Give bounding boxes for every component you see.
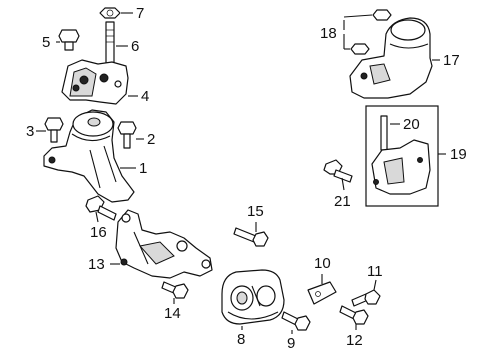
- bolt-part-14: [161, 281, 189, 299]
- bolt-part-9: [281, 311, 311, 331]
- nut-part-7: [99, 7, 121, 19]
- engine-mount-part-1: [43, 109, 135, 203]
- callout-labels: 7 5 6 4 3 2 1 16 15 13 14 8 9 10 11 12 1…: [26, 5, 467, 352]
- bracket-part-4: [61, 59, 129, 105]
- nut-part-18: [350, 9, 392, 55]
- bolt-part-16: [85, 195, 117, 221]
- callout-2: 2: [147, 131, 155, 148]
- bolt-part-11: [351, 289, 381, 307]
- callout-4: 4: [141, 88, 149, 105]
- leader-lines: [36, 12, 446, 334]
- callout-21: 21: [334, 193, 351, 210]
- bolt-part-2: [117, 121, 137, 149]
- callout-3: 3: [26, 123, 34, 140]
- stud-part-20: [380, 115, 388, 151]
- callout-7: 7: [136, 5, 144, 22]
- callout-6: 6: [131, 38, 139, 55]
- subassembly-box-part-19: [365, 105, 439, 207]
- callout-18: 18: [320, 25, 337, 42]
- callout-12: 12: [346, 332, 363, 349]
- callout-13: 13: [88, 256, 105, 273]
- callout-8: 8: [237, 331, 245, 348]
- callout-19: 19: [450, 146, 467, 163]
- bolt-part-21: [323, 159, 353, 183]
- callout-14: 14: [164, 305, 181, 322]
- callout-10: 10: [314, 255, 331, 272]
- callout-9: 9: [287, 335, 295, 352]
- roll-mount-part-8: [221, 269, 285, 325]
- transmission-mount-part-17: [349, 17, 433, 99]
- bracket-part-13: [115, 209, 213, 279]
- plate-part-10: [307, 281, 337, 305]
- callout-15: 15: [247, 203, 264, 220]
- bolt-part-5: [58, 29, 80, 51]
- callout-20: 20: [403, 116, 420, 133]
- callout-1: 1: [139, 160, 147, 177]
- callout-17: 17: [443, 52, 460, 69]
- bolt-part-3: [44, 117, 64, 143]
- bolt-part-15: [233, 227, 269, 247]
- bolt-part-12: [339, 305, 369, 325]
- callout-11: 11: [367, 263, 383, 280]
- callout-16: 16: [90, 224, 107, 241]
- callout-5: 5: [42, 34, 50, 51]
